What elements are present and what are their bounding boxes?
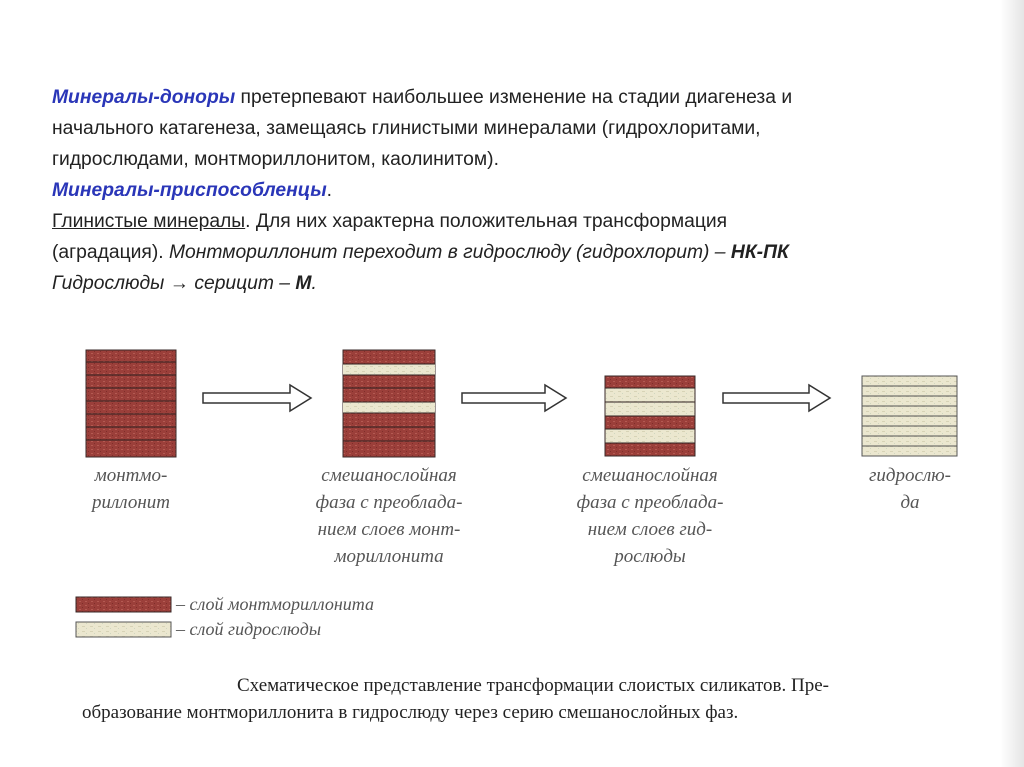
paragraph-line-5: Глинистые минералы. Для них характерна п… [52, 206, 992, 237]
stack-hydromica [862, 376, 957, 456]
stage-caption-mixed-montmorillonite: смешанослойная фаза с преоблада- нием сл… [294, 462, 484, 570]
paragraph-line-2: начального катагенеза, замещаясь глинист… [52, 113, 992, 144]
stage-caption-mixed-hydromica: смешанослойная фаза с преоблада- нием сл… [555, 462, 745, 570]
caption-line: смешанослойная [294, 462, 484, 489]
paragraph-text: . [327, 180, 332, 201]
right-arrow-icon [723, 385, 830, 411]
legend-label-hydromica: – слой гидрослюды [176, 619, 321, 640]
paragraph-italic: Монтмориллонит переходит в гидрослюду (г… [169, 242, 731, 263]
term-clay-minerals: Глинистые минералы [52, 211, 245, 232]
term-adaptive-minerals: Минералы-приспособленцы [52, 180, 327, 201]
stage-label: НК-ПК [731, 242, 789, 263]
caption-line: монтмо- [66, 462, 196, 489]
paragraph-italic: Гидрослюды [52, 273, 170, 294]
caption-line: да [845, 489, 975, 516]
main-paragraph: Минералы-доноры претерпевают наибольшее … [52, 82, 992, 299]
paragraph-line-6: (аградация). Монтмориллонит переходит в … [52, 237, 992, 268]
stack-mixed-montmorillonite [343, 350, 435, 457]
legend-label-montmorillonite: – слой монтмориллонита [176, 594, 374, 615]
caption-line: нием слоев гид- [555, 516, 745, 543]
paragraph-text: претерпевают наибольшее изменение на ста… [235, 87, 792, 108]
caption-line: фаза с преоблада- [294, 489, 484, 516]
caption-line: мориллонита [294, 543, 484, 570]
paragraph-italic: . [311, 273, 316, 294]
stack-mixed-hydromica [605, 376, 695, 456]
legend-swatch-hydromica [76, 622, 171, 637]
paragraph-line-4: Минералы-приспособленцы. [52, 175, 992, 206]
paragraph-italic: серицит – [189, 273, 295, 294]
stack-montmorillonite [86, 350, 176, 457]
stage-caption-hydromica: гидрослю- да [845, 462, 975, 516]
caption-line: фаза с преоблада- [555, 489, 745, 516]
paragraph-line-3: гидрослюдами, монтмориллонитом, каолинит… [52, 144, 992, 175]
caption-line: нием слоев монт- [294, 516, 484, 543]
caption-line: гидрослю- [845, 462, 975, 489]
paragraph-line-1: Минералы-доноры претерпевают наибольшее … [52, 82, 992, 113]
caption-line: рослюды [555, 543, 745, 570]
caption-line: риллонит [66, 489, 196, 516]
paragraph-line-7: Гидрослюды → серицит – М. [52, 268, 992, 299]
right-arrow-icon [462, 385, 566, 411]
stage-caption-montmorillonite: монтмо- риллонит [66, 462, 196, 516]
term-donor-minerals: Минералы-доноры [52, 87, 235, 108]
right-arrow-icon: → [170, 273, 189, 294]
figure-caption-line-2: образование монтмориллонита в гидрослюду… [82, 699, 972, 726]
figure-caption-line-1: Схематическое представление трансформаци… [82, 672, 972, 699]
legend-swatch-montmorillonite [76, 597, 171, 612]
paragraph-text: . Для них характерна положительная транс… [245, 211, 727, 232]
caption-line: смешанослойная [555, 462, 745, 489]
right-arrow-icon [203, 385, 311, 411]
figure-caption: Схематическое представление трансформаци… [82, 672, 972, 726]
paragraph-text: (аградация). [52, 242, 169, 263]
stage-label: М [295, 273, 311, 294]
